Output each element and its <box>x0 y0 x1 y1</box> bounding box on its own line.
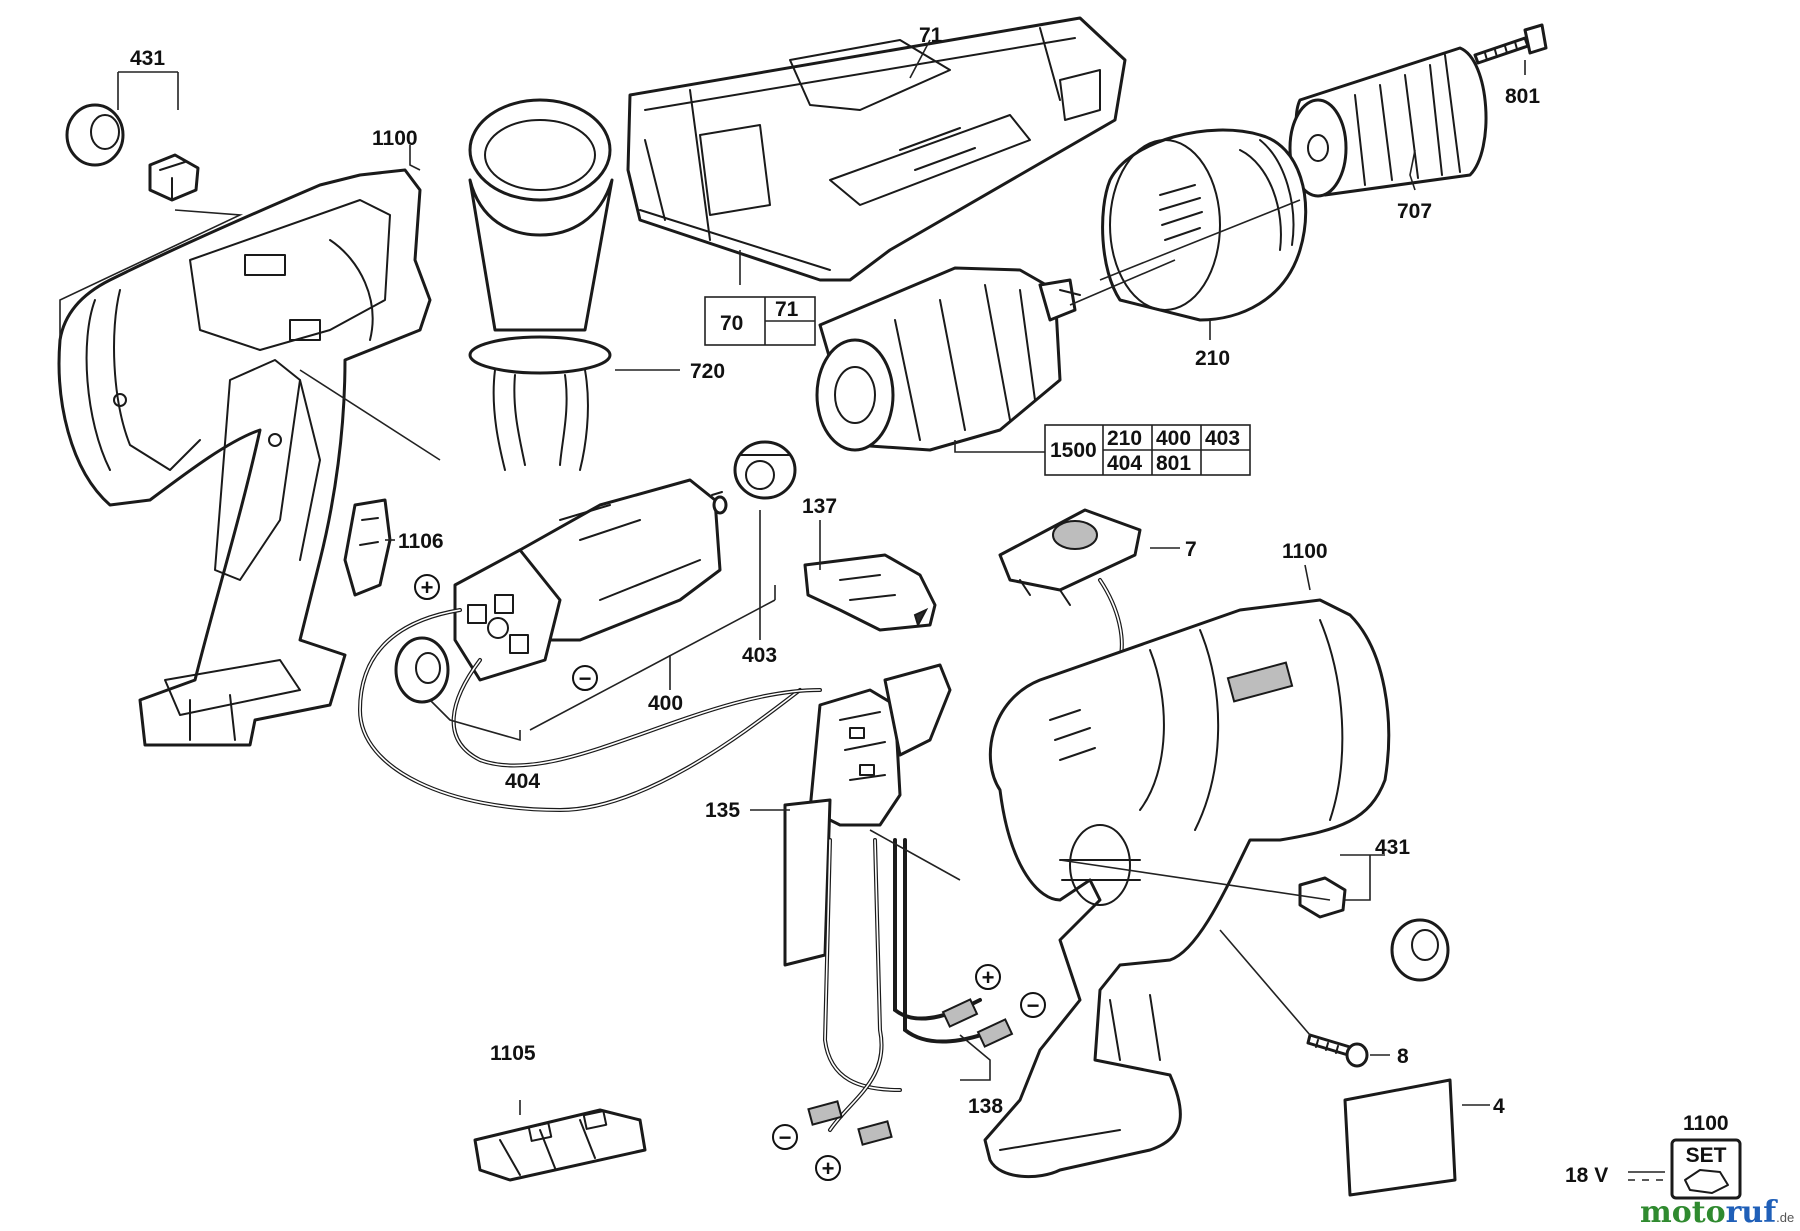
screw-8 <box>1306 1033 1369 1068</box>
right-housing-assembled <box>983 598 1391 1179</box>
screw-801 <box>1473 23 1548 65</box>
leader-lines <box>59 39 1526 1115</box>
bushing-431-left <box>65 103 200 202</box>
svg-text:−: − <box>1027 993 1040 1018</box>
plus-symbol: + <box>815 1155 841 1181</box>
label-71-top: 71 <box>919 24 943 47</box>
set-table-cell: 801 <box>1156 452 1191 475</box>
set-table-cell: 404 <box>1107 452 1142 475</box>
part-labels: 431 1100 71 801 707 720 210 1106 137 7 1… <box>130 24 1729 1135</box>
svg-text:+: + <box>421 575 434 600</box>
reverse-slider-137 <box>803 553 937 632</box>
label-431-top: 431 <box>130 47 165 70</box>
set-badge-label: SET <box>1686 1144 1727 1167</box>
set-table-main: 1500 <box>1050 439 1097 462</box>
label-404: 404 <box>505 770 540 793</box>
label-720: 720 <box>690 360 725 383</box>
voltage-label: 18 V <box>1565 1164 1608 1187</box>
plus-symbol: + <box>414 574 440 600</box>
auxiliary-handle-720 <box>468 98 614 471</box>
watermark-text: motoruf.de <box>1640 1195 1794 1230</box>
case-table-main: 70 <box>720 312 743 335</box>
switch-135 <box>783 663 952 967</box>
set-table-cell: 403 <box>1205 427 1240 450</box>
minus-symbol: − <box>572 665 598 691</box>
gearbox-assembly-1500 <box>815 266 1081 452</box>
motor-400 <box>453 478 728 682</box>
label-1106: 1106 <box>398 530 444 553</box>
left-housing-half <box>57 168 432 747</box>
label-403: 403 <box>742 644 777 667</box>
case-table-sub: 71 <box>775 298 799 321</box>
label-1100-left: 1100 <box>372 127 418 150</box>
gear-cover-210 <box>1101 128 1308 322</box>
tool-box-icon <box>1684 1169 1729 1194</box>
label-1100-right: 1100 <box>1282 540 1328 563</box>
bushing-431-right <box>1298 876 1450 982</box>
set-table-cell: 400 <box>1156 427 1191 450</box>
carry-case-70 <box>626 16 1127 282</box>
set-table-cell: 210 <box>1107 427 1142 450</box>
watermark: motoruf.de <box>1640 1195 1794 1230</box>
motor-wires <box>357 608 822 813</box>
svg-text:+: + <box>822 1156 835 1181</box>
label-1100-set: 1100 <box>1683 1112 1729 1135</box>
led-module-7 <box>998 508 1142 692</box>
label-707: 707 <box>1397 200 1432 223</box>
minus-symbol: − <box>1020 992 1046 1018</box>
svg-text:−: − <box>579 666 592 691</box>
label-137: 137 <box>802 495 837 518</box>
label-1105: 1105 <box>490 1042 536 1065</box>
label-400: 400 <box>648 692 683 715</box>
case-table <box>704 296 816 346</box>
label-210: 210 <box>1195 347 1230 370</box>
svg-text:+: + <box>982 965 995 990</box>
nameplate-4 <box>1343 1078 1457 1197</box>
label-801-top: 801 <box>1505 85 1540 108</box>
label-4: 4 <box>1493 1095 1505 1118</box>
battery-contact-1105 <box>473 1108 647 1182</box>
label-138: 138 <box>968 1095 1003 1118</box>
bush-404 <box>394 636 450 704</box>
chuck-707 <box>1288 46 1488 198</box>
lever-1106 <box>343 498 392 597</box>
plus-symbol: + <box>975 964 1001 990</box>
label-135: 135 <box>705 799 740 822</box>
switch-wires-138 <box>807 838 1014 1146</box>
label-7: 7 <box>1185 538 1197 561</box>
bush-403 <box>733 440 797 500</box>
minus-symbol: − <box>772 1124 798 1150</box>
polarity-symbols: + − + − − + <box>414 574 1046 1181</box>
set-badge: 18 V SET <box>1565 1138 1742 1200</box>
label-8: 8 <box>1397 1045 1409 1068</box>
svg-text:−: − <box>779 1125 792 1150</box>
set-table <box>1044 424 1251 476</box>
label-431-right: 431 <box>1375 836 1410 859</box>
